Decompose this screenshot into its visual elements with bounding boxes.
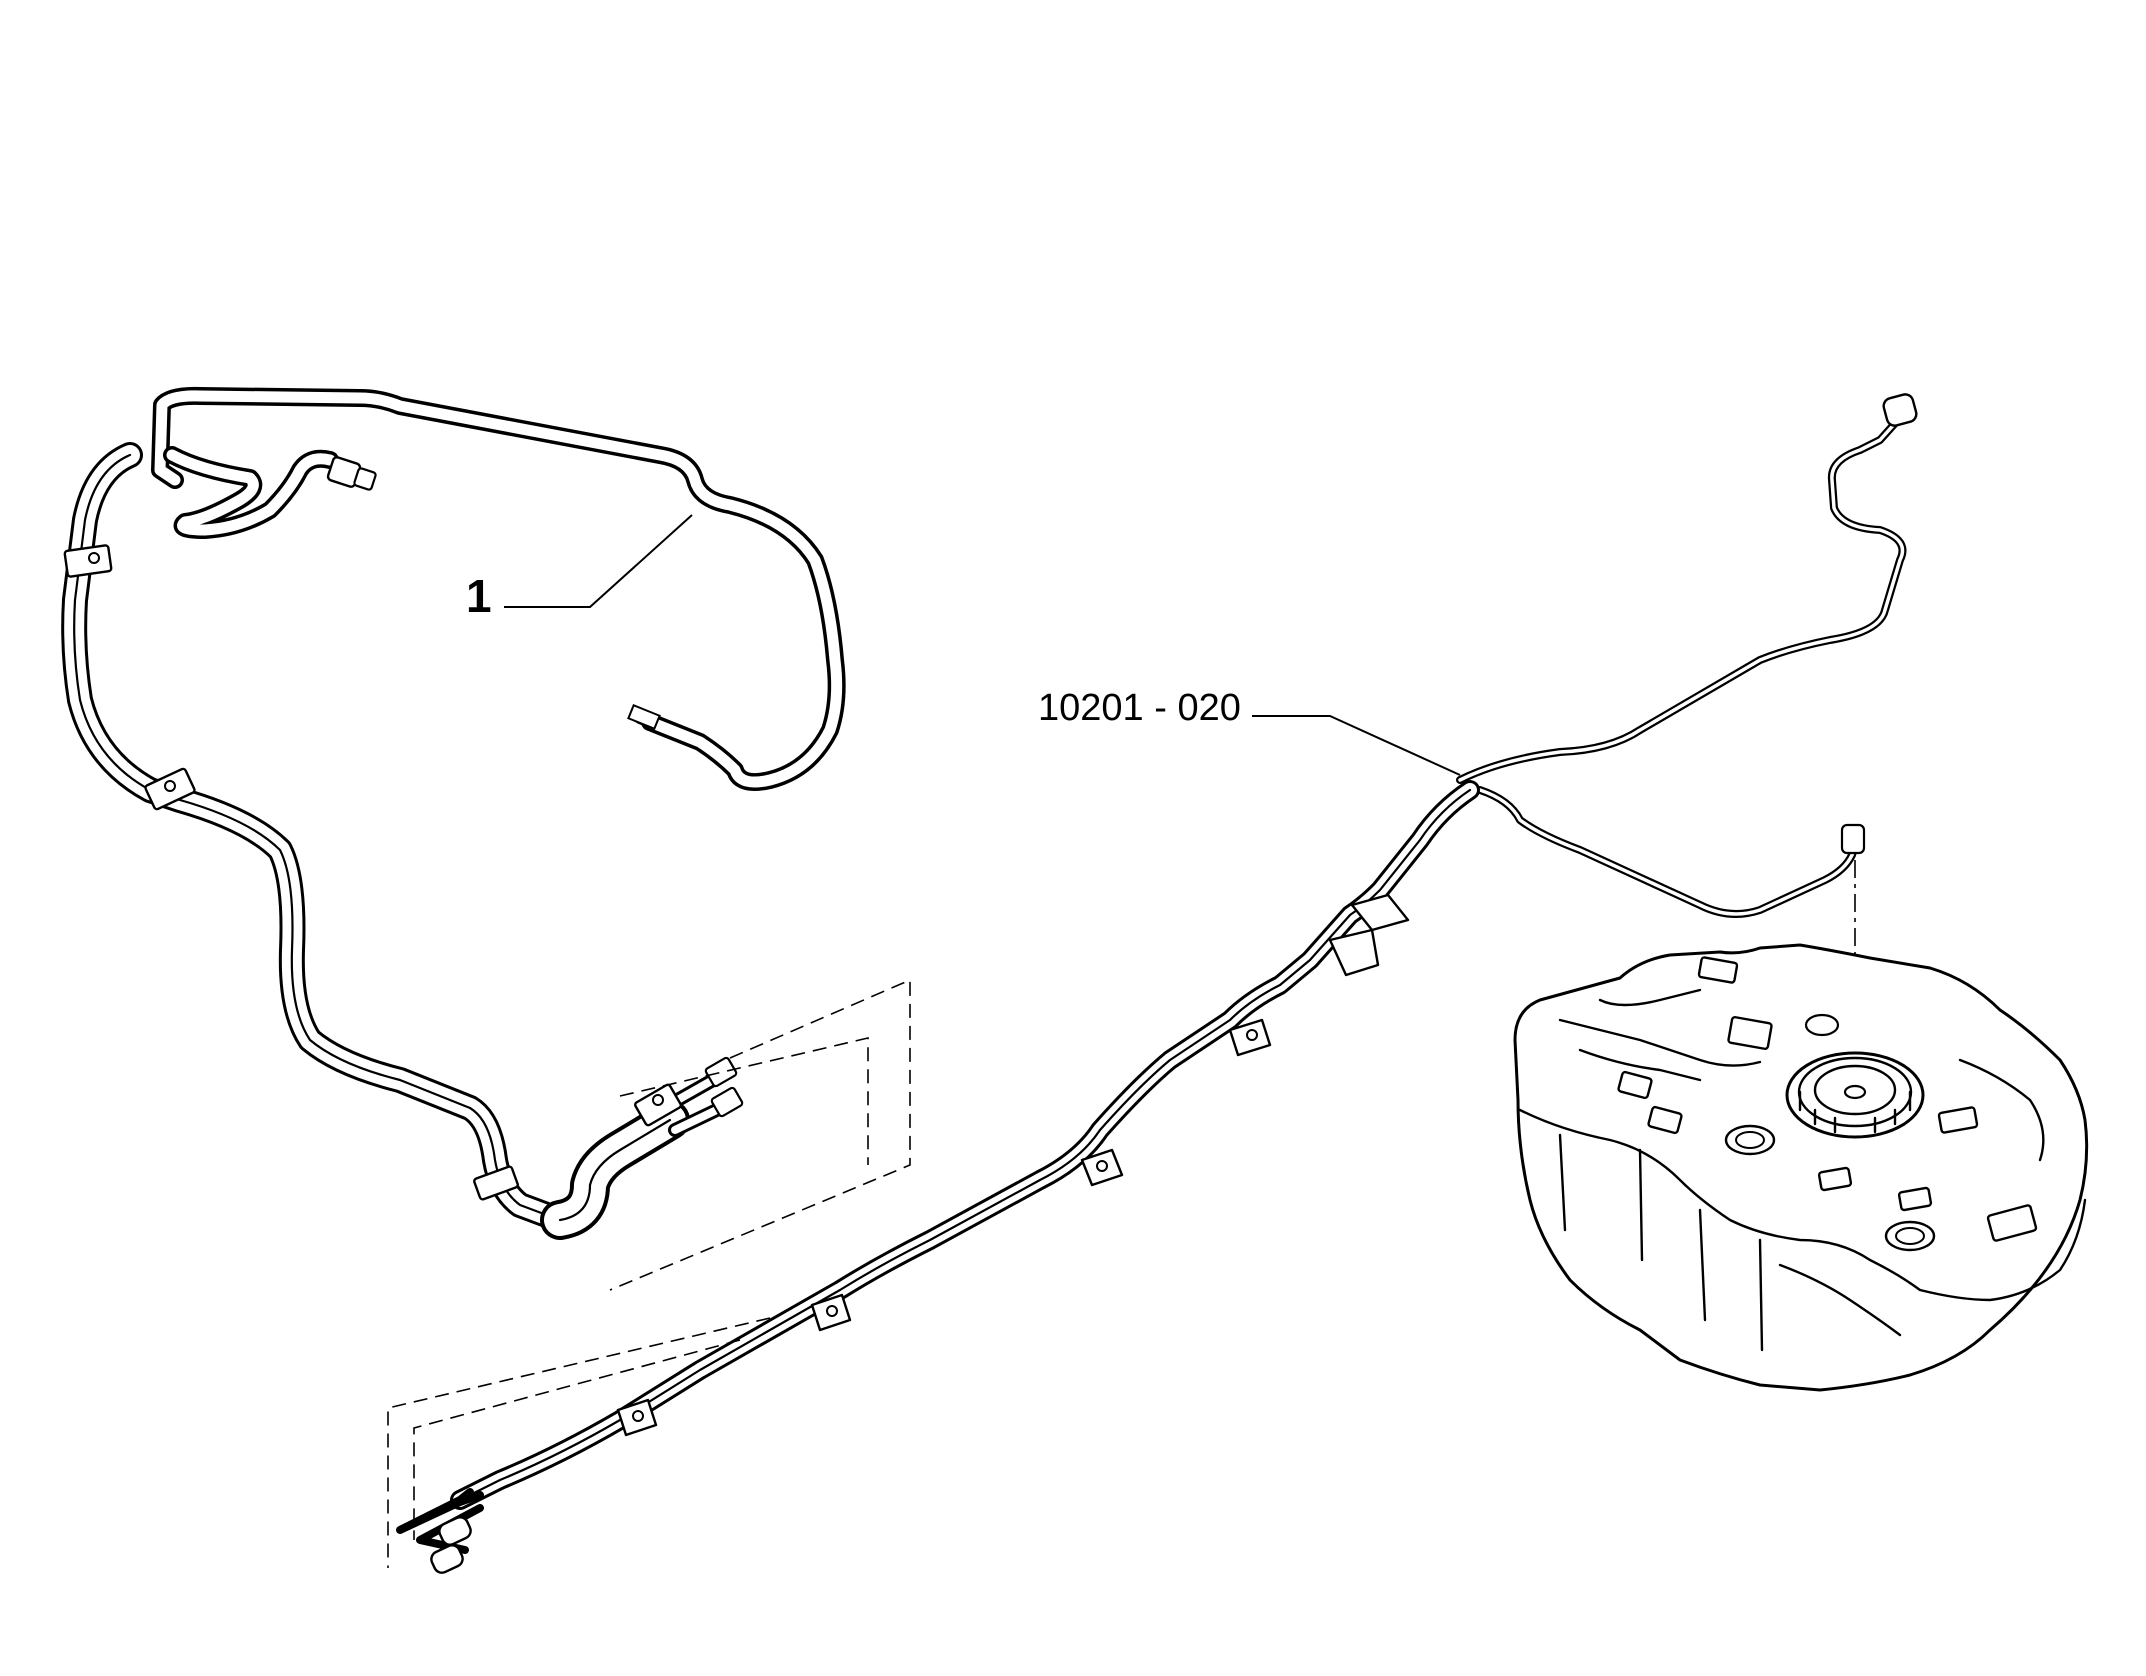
pipe-clips (616, 893, 1410, 1437)
fuel-tank (1513, 943, 2089, 1392)
phantom-outline-lower (387, 1317, 771, 1568)
callout-part-1: 1 (466, 514, 693, 622)
callout-label-1: 1 (466, 570, 492, 622)
leader-line-10201-020 (1252, 715, 1461, 776)
phantom-outline-upper (609, 978, 911, 1291)
fuel-pipe-assembly-part-1 (61, 386, 846, 1240)
fuel-line-assembly-10201-020 (396, 393, 1918, 1574)
callout-part-10201-020: 10201 - 020 (1038, 687, 1461, 776)
callout-label-10201-020: 10201 - 020 (1038, 687, 1241, 729)
leader-line-1 (504, 514, 693, 608)
